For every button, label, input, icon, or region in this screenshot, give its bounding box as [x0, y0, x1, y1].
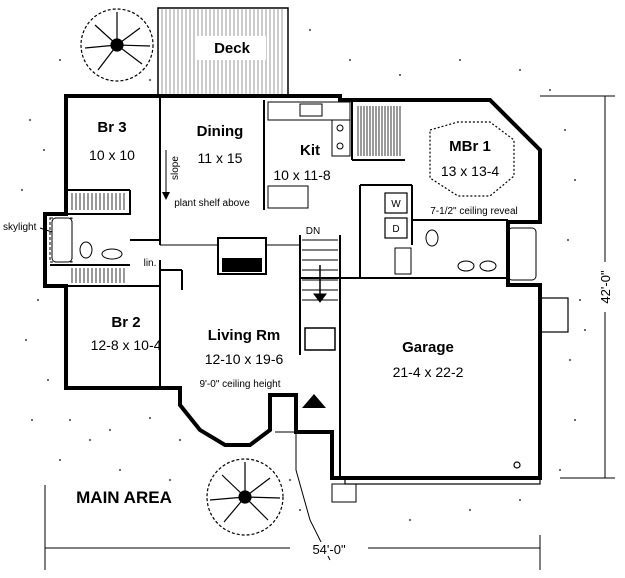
skylight-icon [49, 217, 73, 263]
closet [357, 106, 401, 156]
note-ceiling-height: 9'-0" ceiling height [199, 379, 280, 390]
kitchen-cabinets [267, 101, 351, 209]
closet [71, 193, 125, 283]
note-slope: slope [170, 156, 181, 180]
room-label-kit: Kit [300, 142, 320, 159]
note-plant-shelf: plant shelf above [174, 198, 250, 209]
room-size-garage: 21-4 x 22-2 [393, 364, 464, 380]
note-skylight: skylight [3, 222, 37, 233]
note-ceiling-reveal: 7-1/2" ceiling reveal [430, 206, 518, 217]
note-linen: lin. [144, 258, 157, 269]
room-size-br2: 12-8 x 10-4 [91, 337, 162, 353]
interior-walls [50, 96, 508, 478]
laundry [384, 192, 408, 239]
room-label-br3: Br 3 [97, 119, 126, 136]
room-label-mbr1: MBr 1 [449, 138, 491, 155]
deck [157, 7, 289, 97]
overall-width: 54'-0" [312, 542, 346, 557]
entry-arrow-icon [302, 394, 326, 408]
overall-depth: 42'-0" [598, 270, 613, 304]
plan-caption: MAIN AREA [76, 488, 172, 507]
room-size-mbr1: 13 x 13-4 [441, 163, 500, 179]
label-washer: W [391, 199, 401, 210]
tree-icon [206, 458, 284, 536]
fireplace [217, 237, 267, 275]
room-label-living: Living Rm [208, 327, 281, 344]
master-window-bay [429, 121, 515, 197]
garage-door [344, 297, 569, 485]
exterior-walls [43, 94, 542, 480]
label-dryer: D [392, 224, 399, 235]
bathroom-fixtures [51, 217, 537, 281]
room-size-br3: 10 x 10 [89, 147, 135, 163]
stair [302, 239, 338, 351]
room-label-dining: Dining [197, 123, 244, 140]
room-label-garage: Garage [402, 339, 454, 356]
room-size-living: 12-10 x 19-6 [205, 351, 284, 367]
note-stair-down: DN [306, 226, 320, 237]
ground-stipple [21, 29, 586, 521]
room-label-deck: Deck [214, 40, 251, 57]
tree-icon [80, 8, 154, 82]
room-label-br2: Br 2 [111, 314, 140, 331]
room-size-dining: 11 x 15 [198, 150, 243, 166]
front-walk [275, 431, 357, 561]
room-size-kit: 10 x 11-8 [273, 167, 331, 183]
slope-arrow-icon [162, 150, 170, 200]
